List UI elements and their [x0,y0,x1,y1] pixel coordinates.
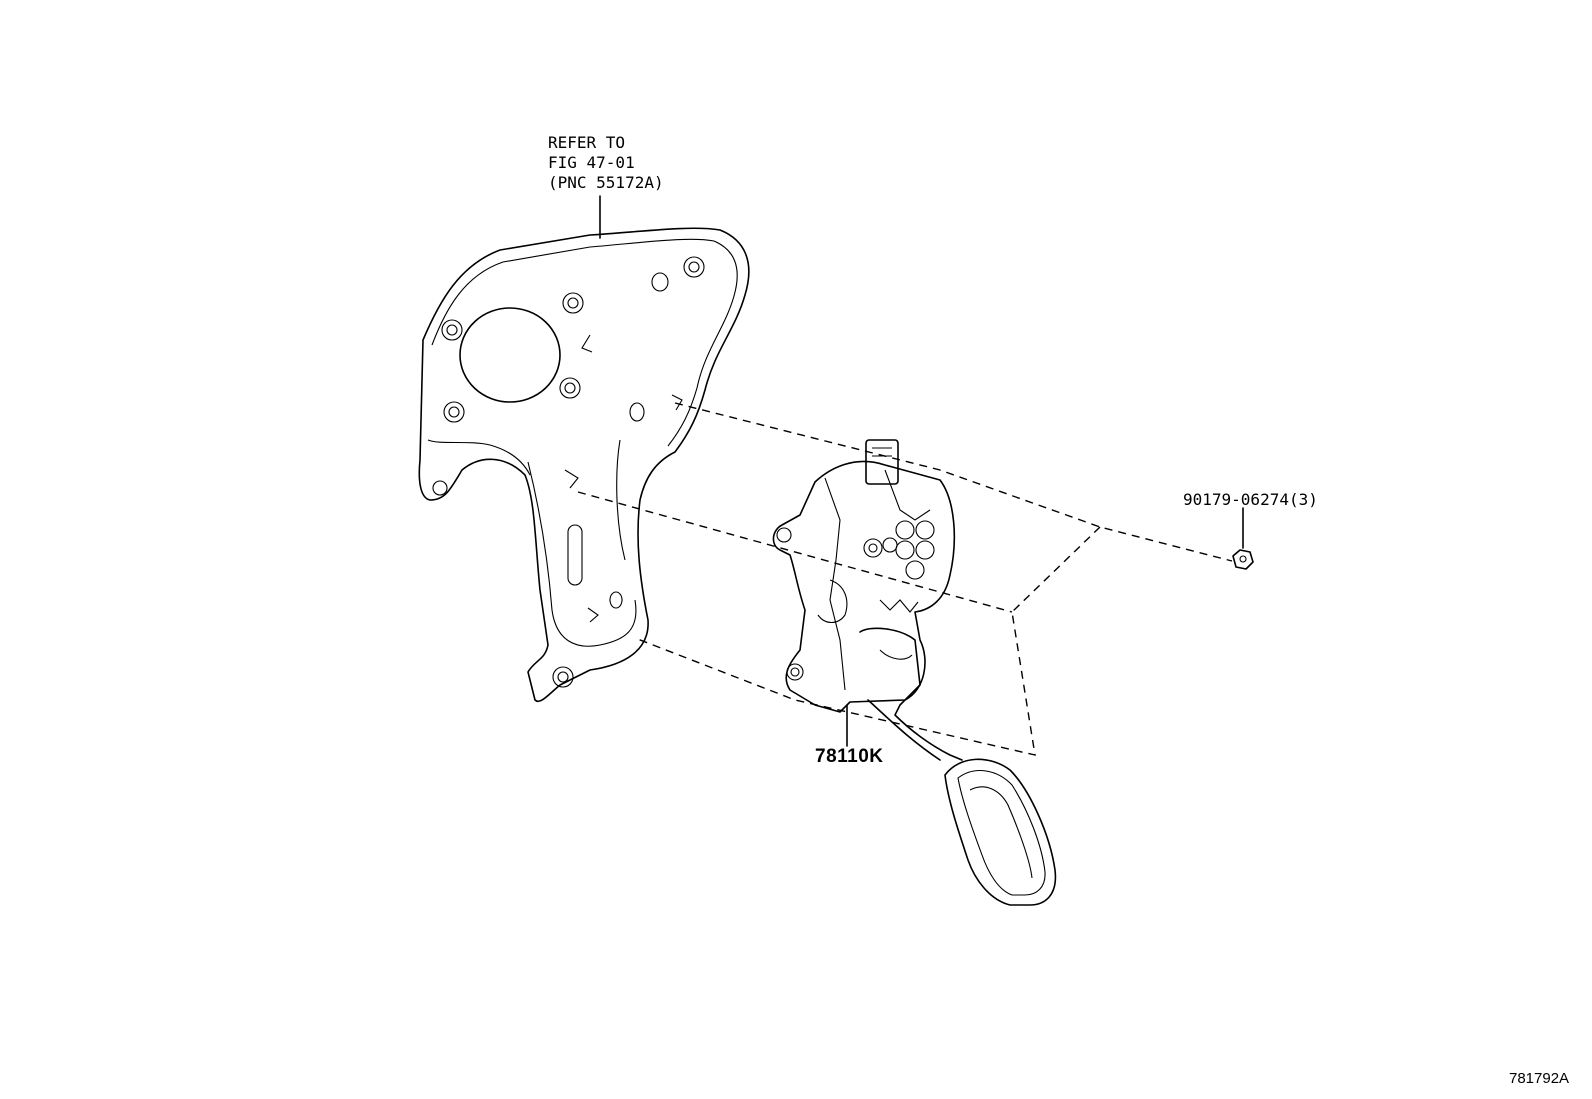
reference-callout: REFER TO FIG 47-01 (PNC 55172A) [548,133,664,193]
nut-part-number-label: 90179-06274(3) [1183,490,1318,509]
pedal-bracket [418,227,750,703]
nut-part [1232,507,1254,570]
figure-id-label: 781792A [1509,1070,1570,1087]
alignment-lines [577,402,1233,756]
reference-callout-line-1: REFER TO [548,133,626,152]
accelerator-pedal-assembly [772,439,1057,906]
pedal-part-number-label: 78110K [815,746,884,767]
reference-callout-line-3: (PNC 55172A) [548,173,664,192]
reference-callout-line-2: FIG 47-01 [548,153,635,172]
